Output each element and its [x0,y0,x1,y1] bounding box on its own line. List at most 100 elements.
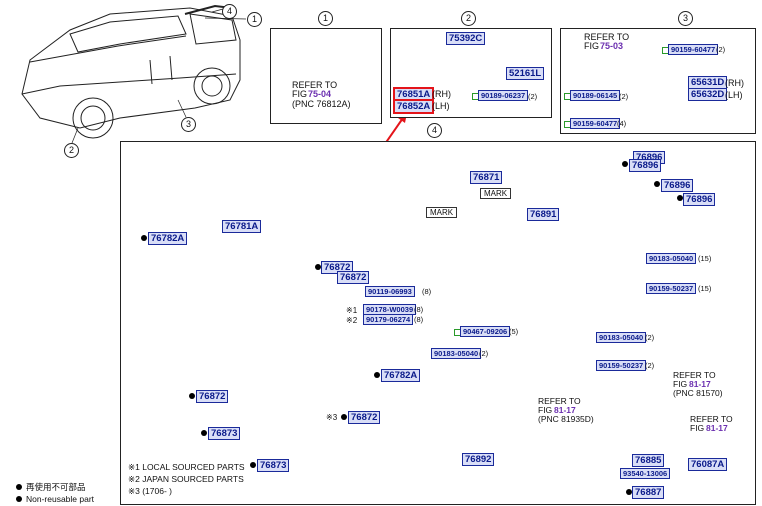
legend-en: Non-reusable part [26,494,95,504]
qty-90189-06145: (2) [619,92,629,101]
refer-a-pnc: (PNC 81570) [673,388,723,398]
callout-2-car: 2 [64,143,79,158]
panel3-rh: (RH) [725,78,744,88]
mark-ref-3: ※3 [326,413,338,422]
part-76782A-2[interactable]: 76782A [381,369,421,382]
qty-90159-50237-b: (2) [645,361,655,370]
note-japan-sourced: ※2 JAPAN SOURCED PARTS [128,474,244,484]
panel1-callout: 1 [318,11,333,26]
qty-90159-60477-a: (2) [716,45,726,54]
non-reusable-dot [189,393,195,399]
panel1-pnc: (PNC 76812A) [292,99,351,109]
callout-1-car: 1 [247,12,262,27]
part-76872-3[interactable]: 76872 [196,390,229,403]
panel1-fig-label: FIG [292,89,307,99]
refer-b-pnc: (PNC 81935D) [538,414,594,424]
qty-90159-60477-b: (4) [617,119,627,128]
qty-90189-06237: (2) [528,92,538,101]
panel3-refer: REFER TO [584,32,630,42]
non-reusable-dot [654,181,660,187]
part-76872-2[interactable]: 76872 [337,271,370,284]
non-reusable-dot [315,264,321,270]
legend-jp: 再使用不可部品 [26,482,86,492]
part-76782A-1[interactable]: 76782A [148,232,188,245]
mark-ref-2: ※2 [346,316,358,325]
part-90159-50237-b[interactable]: 90159-50237 [596,360,647,371]
mark-label-1: MARK [480,188,512,199]
part-76872-4[interactable]: 76872 [348,411,381,424]
part-75392C[interactable]: 75392C [446,32,486,45]
part-90467-09206[interactable]: 90467-09206 [460,326,511,337]
part-90179-06274[interactable]: 90179-06274 [363,314,414,325]
qty-90467-09206: (5) [509,327,519,336]
refer-c-fig-link[interactable]: 81-17 [706,423,728,433]
panel3-callout: 3 [678,11,693,26]
panel3-fig-label: FIG [584,41,599,51]
part-93540-13006[interactable]: 93540-13006 [620,468,671,479]
refer-b-prefix: REFER TO [538,396,581,406]
part-90159-60477-b[interactable]: 90159-60477 [570,118,621,129]
callout-4-car: 4 [222,4,237,19]
panel3-lh: (LH) [725,90,743,100]
part-76873-1[interactable]: 76873 [208,427,241,440]
refer-c-prefix: REFER TO [690,414,733,424]
panel2-rh: (RH) [432,89,451,99]
panel4-callout: 4 [427,123,442,138]
refer-a-fig-label: FIG [673,379,688,389]
non-reusable-dot [374,372,380,378]
mark-ref-1: ※1 [346,306,358,315]
panel1-fig-link[interactable]: 75-04 [308,89,332,99]
part-76896-2[interactable]: 76896 [629,159,662,172]
qty-90183-05040-b: (2) [645,333,655,342]
qty-90119-06993: (8) [422,287,432,296]
part-90159-60477-a[interactable]: 90159-60477 [668,44,719,55]
qty-90178-W0039: (8) [414,305,424,314]
part-76087A[interactable]: 76087A [688,458,728,471]
part-76887[interactable]: 76887 [632,486,665,499]
panel1-frame [270,28,382,124]
part-90183-05040-a[interactable]: 90183-05040 [646,253,697,264]
note-local-sourced: ※1 LOCAL SOURCED PARTS [128,462,245,472]
non-reusable-dot [677,195,683,201]
part-76873-2[interactable]: 76873 [257,459,290,472]
legend-dot-en [16,496,22,502]
part-76781A[interactable]: 76781A [222,220,262,233]
non-reusable-dot [341,414,347,420]
panel4-frame [120,141,756,505]
panel3-fig-link[interactable]: 75-03 [600,41,624,51]
refer-a-fig-link[interactable]: 81-17 [689,379,711,389]
non-reusable-dot [622,161,628,167]
callout-3-car: 3 [181,117,196,132]
refer-b-fig-label: FIG [538,405,553,415]
panel2-lh: (LH) [432,101,450,111]
refer-b-fig-link[interactable]: 81-17 [554,405,576,415]
legend-dot-jp [16,484,22,490]
non-reusable-dot [626,489,632,495]
part-76891[interactable]: 76891 [527,208,560,221]
non-reusable-dot [141,235,147,241]
panel2-callout: 2 [461,11,476,26]
part-90159-50237-a[interactable]: 90159-50237 [646,283,697,294]
refer-c-fig-label: FIG [690,423,705,433]
part-90189-06145[interactable]: 90189-06145 [570,90,621,101]
part-76885[interactable]: 76885 [632,454,665,467]
part-90183-05040-b[interactable]: 90183-05040 [596,332,647,343]
note-date-range: ※3 (1706- ) [128,486,172,496]
part-52161L[interactable]: 52161L [506,67,545,80]
non-reusable-dot [250,462,256,468]
qty-90183-05040-a: (15) [698,254,712,263]
part-90189-06237[interactable]: 90189-06237 [478,90,529,101]
qty-90183-05040-c: (2) [479,349,489,358]
mark-label-2: MARK [426,207,458,218]
part-76892[interactable]: 76892 [462,453,495,466]
part-90183-05040-c[interactable]: 90183-05040 [431,348,482,359]
part-65632D[interactable]: 65632D [688,88,728,101]
part-76852A[interactable]: 76852A [393,99,435,114]
part-76896-4[interactable]: 76896 [683,193,716,206]
part-76896-3[interactable]: 76896 [661,179,694,192]
qty-90179-06274: (8) [414,315,424,324]
panel1-refer: REFER TO [292,80,338,90]
part-90119-06993[interactable]: 90119-06993 [365,286,415,297]
qty-90159-50237-a: (15) [698,284,712,293]
part-76871[interactable]: 76871 [470,171,503,184]
